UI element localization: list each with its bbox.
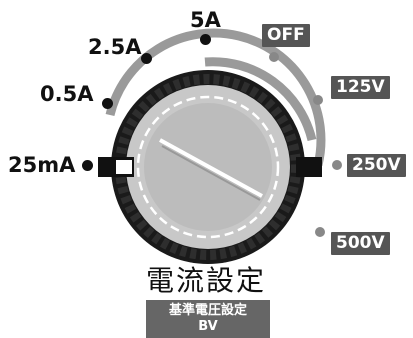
range-label-250v[interactable]: 250V bbox=[347, 154, 406, 177]
dot-5a bbox=[200, 34, 211, 45]
dial-title: 電流設定 bbox=[146, 264, 267, 297]
dot-0-5a bbox=[102, 98, 113, 109]
range-label-5a[interactable]: 5A bbox=[190, 8, 221, 32]
dot-250v bbox=[332, 160, 342, 170]
subtitle-line-2: BV bbox=[198, 319, 218, 334]
voltage-range-arc bbox=[105, 28, 326, 167]
dot-500v bbox=[315, 227, 325, 237]
range-label-0-5a[interactable]: 0.5A bbox=[40, 82, 94, 106]
range-label-500v[interactable]: 500V bbox=[331, 232, 390, 255]
dot-25ma bbox=[82, 160, 93, 171]
range-label-2-5a[interactable]: 2.5A bbox=[88, 35, 142, 59]
knob-pointer-shade bbox=[161, 145, 261, 201]
subtitle-box: 基準電圧設定 BV bbox=[146, 300, 270, 338]
dot-125v bbox=[313, 95, 323, 105]
right-indicator-bar bbox=[296, 157, 322, 177]
subtitle-line-1: 基準電圧設定 bbox=[168, 303, 247, 318]
dot-2-5a bbox=[141, 53, 152, 64]
left-indicator-highlight bbox=[116, 160, 132, 174]
knob-inner-ring bbox=[136, 95, 280, 239]
range-label-off[interactable]: OFF bbox=[262, 24, 310, 47]
voltage-range-arc-upper bbox=[204, 57, 317, 142]
range-label-125v[interactable]: 125V bbox=[331, 76, 390, 99]
knob-pointer bbox=[159, 138, 263, 198]
dot-off bbox=[269, 52, 279, 62]
range-label-25ma[interactable]: 25mA bbox=[8, 153, 76, 177]
